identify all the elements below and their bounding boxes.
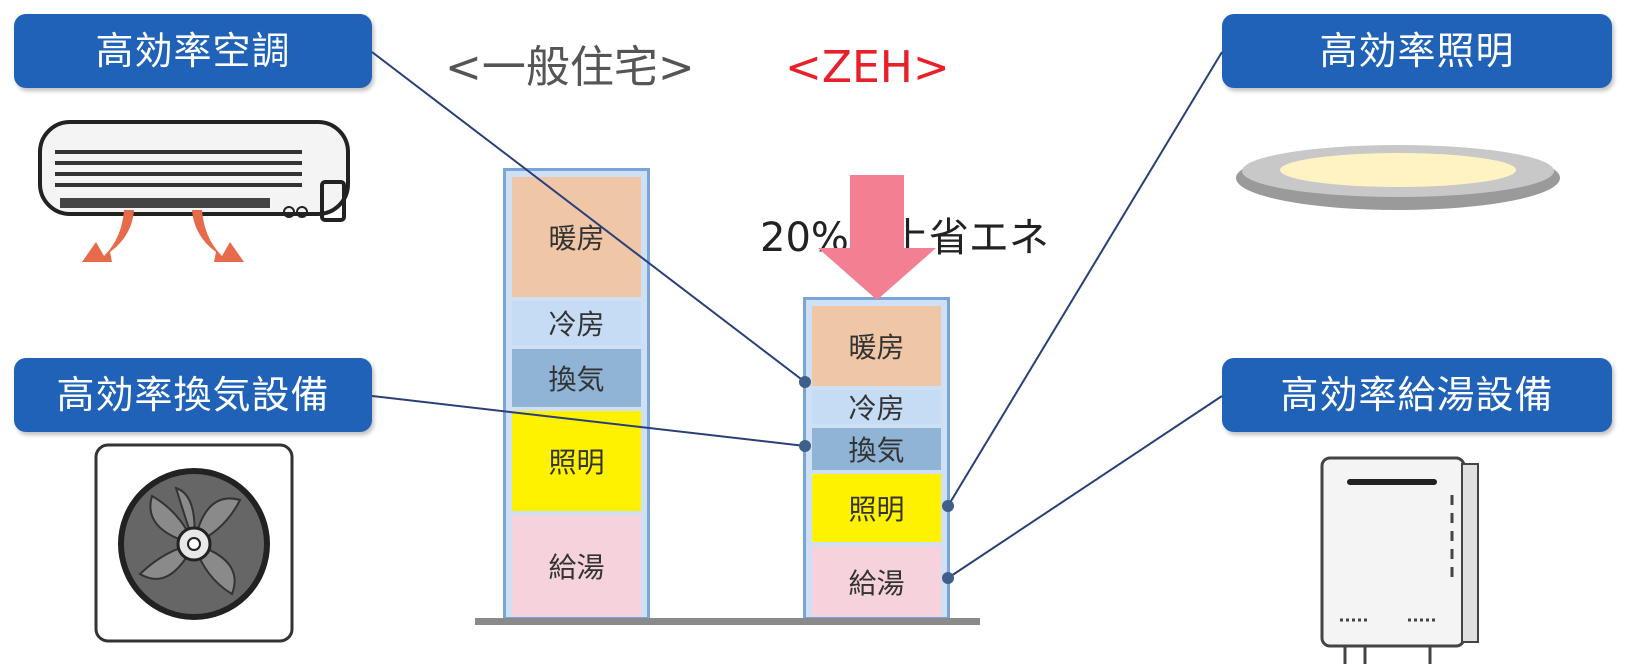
heading-zeh: <ZEH> — [785, 42, 950, 93]
column-general-house: 暖房 冷房 換気 照明 給湯 — [503, 168, 650, 620]
segment-hot-water: 給湯 — [812, 546, 941, 617]
label-high-efficiency-ventilation: 高効率換気設備 — [14, 358, 372, 432]
segment-ventilation: 換気 — [512, 349, 641, 407]
segment-cooling: 冷房 — [512, 301, 641, 345]
connector-lighting — [947, 51, 1223, 507]
ground-line — [475, 618, 980, 625]
connector-dots — [799, 376, 954, 584]
connector-lines — [371, 51, 1223, 579]
segment-cooling: 冷房 — [812, 390, 941, 425]
label-high-efficiency-ac: 高効率空調 — [14, 14, 372, 88]
segment-heating: 暖房 — [812, 306, 941, 386]
segment-heating: 暖房 — [512, 177, 641, 297]
ventilation-fan-icon — [94, 443, 294, 643]
segment-lighting: 照明 — [812, 474, 941, 542]
column-zeh: 暖房 冷房 換気 照明 給湯 — [803, 297, 950, 620]
heading-general-house: <一般住宅> — [445, 42, 695, 93]
label-high-efficiency-water-heater: 高効率給湯設備 — [1222, 358, 1612, 432]
ceiling-light-icon — [1236, 145, 1560, 210]
down-arrow-icon — [818, 175, 936, 300]
connector-ac — [371, 51, 806, 383]
segment-ventilation: 換気 — [812, 428, 941, 470]
segment-lighting: 照明 — [512, 411, 641, 511]
label-high-efficiency-lighting: 高効率照明 — [1222, 14, 1612, 88]
segment-hot-water: 給湯 — [512, 515, 641, 617]
connector-water-heater — [947, 395, 1223, 579]
water-heater-icon — [1320, 456, 1479, 664]
connector-ventilation — [371, 395, 806, 447]
air-conditioner-icon — [38, 120, 350, 262]
